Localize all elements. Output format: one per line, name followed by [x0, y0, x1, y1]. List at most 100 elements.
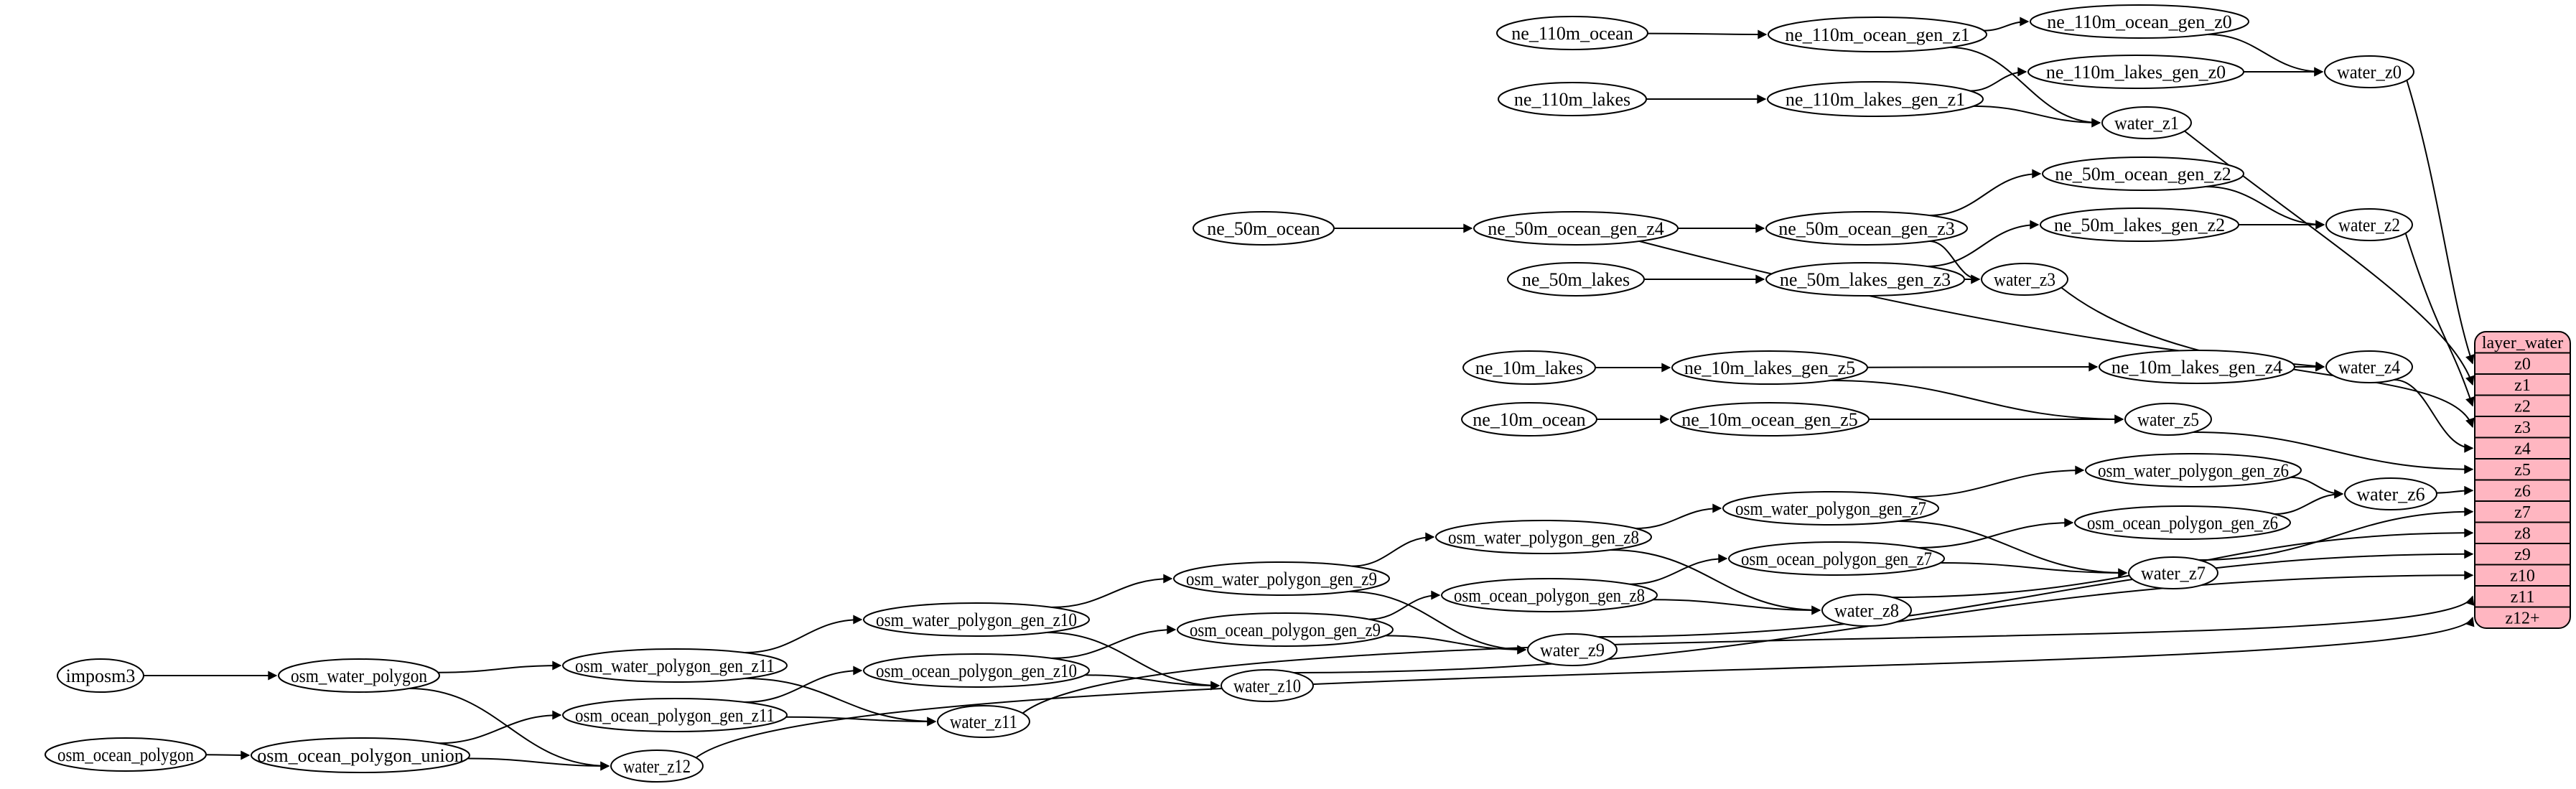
- node-label: osm_water_polygon_gen_z9: [1186, 569, 1377, 589]
- node-water_z11: water_z11: [937, 705, 1030, 738]
- node-ellipse: [2128, 556, 2218, 589]
- node-label: ne_110m_ocean_gen_z1: [1785, 24, 1970, 45]
- node-label: ne_10m_ocean_gen_z5: [1681, 409, 1857, 430]
- node-ne_50m_lakes: ne_50m_lakes: [1507, 262, 1645, 297]
- edge-ne_110m_ocean_gen_z1-to-ne_110m_ocean_gen_z0: [1984, 17, 2030, 32]
- node-ellipse: [1498, 82, 1647, 116]
- node-ellipse: [2344, 477, 2437, 510]
- edge-ne_10m_lakes_gen_z5-to-ne_10m_lakes_gen_z4: [1867, 362, 2099, 372]
- table-row-z12+: z12+: [2505, 609, 2539, 627]
- node-label: imposm3: [66, 666, 136, 686]
- node-label: osm_ocean_polygon_gen_z9: [1190, 620, 1381, 640]
- node-water_z12: water_z12: [610, 750, 704, 783]
- node-water_z6: water_z6: [2344, 477, 2437, 510]
- table-row-z3: z3: [2514, 419, 2531, 437]
- table-title: layer_water: [2482, 334, 2563, 353]
- node-osm_water_polygon_gen_z6: osm_water_polygon_gen_z6: [2085, 453, 2302, 487]
- edge-osm_ocean_polygon_gen_z11-to-osm_ocean_polygon_gen_z10: [745, 666, 863, 703]
- node-osm_ocean_polygon_gen_z7: osm_ocean_polygon_gen_z7: [1728, 541, 1945, 576]
- node-label: water_z1: [2114, 113, 2179, 134]
- node-label: water_z6: [2356, 484, 2425, 505]
- node-osm_water_polygon_gen_z8: osm_water_polygon_gen_z8: [1435, 520, 1652, 554]
- node-water_z3: water_z3: [1981, 263, 2068, 296]
- node-label: osm_water_polygon_gen_z6: [2098, 460, 2289, 481]
- node-label: osm_ocean_polygon_gen_z8: [1454, 585, 1645, 606]
- edge-osm_water_polygon_gen_z7-to-osm_water_polygon_gen_z6: [1908, 465, 2085, 498]
- node-osm_water_polygon_gen_z10: osm_water_polygon_gen_z10: [863, 602, 1090, 637]
- node-label: ne_110m_ocean: [1511, 23, 1633, 44]
- node-osm_water_polygon_gen_z7: osm_water_polygon_gen_z7: [1722, 491, 1939, 526]
- node-label: ne_10m_lakes: [1475, 358, 1583, 378]
- node-water_z1: water_z1: [2101, 106, 2192, 139]
- node-ellipse: [2042, 157, 2244, 191]
- node-ellipse: [1173, 561, 1390, 596]
- node-label: ne_50m_ocean_gen_z2: [2055, 164, 2231, 185]
- edge-water_z4-to-layer_water-z4: [2394, 379, 2474, 453]
- table-row-z0: z0: [2514, 355, 2531, 373]
- node-ellipse: [1765, 262, 1965, 297]
- edge-water_z5-to-layer_water-z5: [2193, 431, 2474, 475]
- node-label: ne_50m_lakes_gen_z3: [1780, 269, 1951, 290]
- node-ne_50m_ocean_gen_z3: ne_50m_ocean_gen_z3: [1765, 211, 1968, 246]
- node-ne_110m_lakes_gen_z0: ne_110m_lakes_gen_z0: [2027, 55, 2244, 89]
- node-ne_110m_ocean_gen_z1: ne_110m_ocean_gen_z1: [1768, 17, 1987, 52]
- node-ellipse: [2101, 106, 2192, 139]
- node-ne_10m_ocean: ne_10m_ocean: [1461, 402, 1597, 436]
- edge-osm_water_polygon_gen_z11-to-water_z11: [745, 678, 937, 727]
- edge-water_z2-to-layer_water-z2: [2404, 232, 2475, 407]
- node-ellipse: [1821, 594, 1912, 627]
- node-label: osm_ocean_polygon_gen_z11: [575, 705, 775, 726]
- node-ellipse: [2325, 350, 2413, 383]
- node-ne_50m_lakes_gen_z2: ne_50m_lakes_gen_z2: [2040, 207, 2239, 242]
- edge-ne_110m_ocean_gen_z0-to-water_z0: [2207, 34, 2324, 77]
- node-ellipse: [2027, 55, 2244, 89]
- node-ellipse: [1768, 17, 1987, 52]
- node-ellipse: [1193, 211, 1335, 246]
- node-label: water_z12: [623, 756, 691, 777]
- node-ellipse: [1461, 402, 1597, 436]
- node-ne_110m_ocean_gen_z0: ne_110m_ocean_gen_z0: [2030, 4, 2249, 39]
- node-ellipse: [2325, 208, 2413, 241]
- node-ne_50m_ocean: ne_50m_ocean: [1193, 211, 1335, 246]
- edge-osm_ocean_polygon_gen_z11-to-water_z11: [785, 716, 937, 727]
- node-ellipse: [1670, 402, 1870, 436]
- node-ellipse: [1507, 262, 1645, 297]
- node-water_z2: water_z2: [2325, 208, 2413, 241]
- node-label: water_z11: [950, 711, 1017, 732]
- edge-osm_ocean_polygon_gen_z8-to-osm_ocean_polygon_gen_z7: [1629, 554, 1728, 585]
- node-ellipse: [562, 698, 788, 732]
- table-row-z2: z2: [2514, 397, 2531, 416]
- node-ellipse: [1981, 263, 2068, 296]
- edge-osm_water_polygon_gen_z10-to-water_z10: [1046, 632, 1221, 691]
- edge-water_z9-to-layer_water-z9: [1597, 549, 2474, 638]
- table-row-z7: z7: [2514, 503, 2531, 522]
- node-osm_water_polygon: osm_water_polygon: [278, 658, 440, 693]
- node-ne_10m_lakes: ne_10m_lakes: [1462, 350, 1596, 385]
- edge-osm_water_polygon_gen_z9-to-osm_water_polygon_gen_z8: [1352, 532, 1435, 567]
- node-ellipse: [1671, 350, 1868, 385]
- node-water_z9: water_z9: [1527, 633, 1618, 666]
- node-label: water_z8: [1834, 600, 1899, 621]
- node-water_z0: water_z0: [2324, 55, 2414, 88]
- layer-water-table: layer_waterz0z1z2z3z4z5z6z7z8z9z10z11z12…: [2474, 331, 2571, 629]
- node-ellipse: [1177, 612, 1394, 647]
- node-ellipse: [863, 602, 1090, 637]
- node-label: ne_50m_lakes_gen_z2: [2054, 215, 2225, 235]
- node-ellipse: [1462, 350, 1596, 385]
- node-label: water_z0: [2337, 62, 2402, 83]
- node-ellipse: [1221, 669, 1314, 702]
- node-ne_110m_lakes: ne_110m_lakes: [1498, 82, 1647, 116]
- edge-water_z0-to-layer_water-z0: [2406, 79, 2475, 365]
- node-ellipse: [1527, 633, 1618, 666]
- node-ne_110m_ocean: ne_110m_ocean: [1496, 16, 1648, 50]
- edge-water_z11-to-layer_water-z11: [1022, 595, 2475, 714]
- node-label: ne_50m_ocean: [1207, 218, 1320, 239]
- edge-osm_water_polygon_gen_z9-to-water_z9: [1348, 591, 1527, 655]
- edge-osm_ocean_polygon_gen_z7-to-osm_ocean_polygon_gen_z6: [1918, 518, 2074, 548]
- node-osm_ocean_polygon_gen_z9: osm_ocean_polygon_gen_z9: [1177, 612, 1394, 647]
- node-label: osm_water_polygon_gen_z8: [1448, 527, 1639, 548]
- node-label: osm_water_polygon_gen_z7: [1735, 498, 1926, 519]
- node-label: ne_110m_lakes: [1514, 89, 1630, 110]
